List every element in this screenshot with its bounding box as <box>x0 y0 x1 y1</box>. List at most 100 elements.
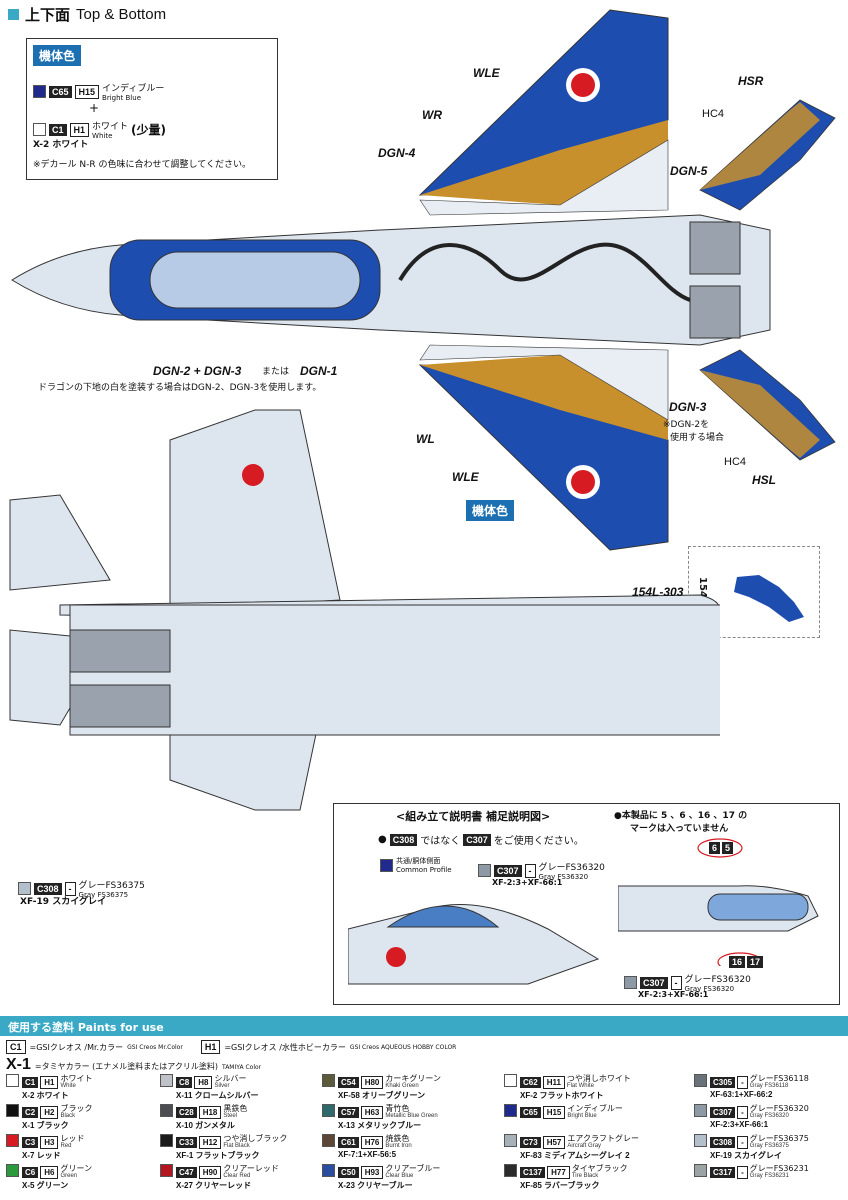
paint-code: C54 <box>338 1076 359 1088</box>
paint-name: エアクラフトグレー <box>567 1134 639 1143</box>
c308-x: XF-19 スカイグレイ <box>20 897 107 907</box>
paint-name-en: Tire Black <box>571 1173 599 1179</box>
lower-wing-gold <box>420 355 668 440</box>
paint-code: C61 <box>338 1136 359 1148</box>
label-dgn23: DGN-2 + DGN-3 <box>153 364 242 378</box>
paint-name-en: Silver <box>214 1083 230 1089</box>
paint-h-code: H12 <box>198 1135 222 1149</box>
paint-name-en: Flat White <box>566 1083 594 1089</box>
legend-x: X-1 <box>6 1056 31 1073</box>
marks-top: 6 5 <box>709 842 734 854</box>
paint-h-code: H18 <box>198 1105 222 1119</box>
c307-swatch-2 <box>624 976 637 989</box>
upper-wing-gold <box>420 120 668 205</box>
c1-x: X-2 ホワイト <box>33 140 89 150</box>
legend-c1: C1 <box>6 1040 26 1054</box>
paint-name: グレーFS36375 <box>749 1134 809 1143</box>
paint-tamiya: XF-85 ラバーブラック <box>520 1181 600 1190</box>
body-color-tag-2: 機体色 <box>466 500 515 521</box>
paint-tamiya: X-11 クロームシルバー <box>176 1091 259 1100</box>
c307-en-2: Gray FS36320 <box>684 985 735 993</box>
dgn3-note2: 使用する場合 <box>670 433 725 443</box>
paint-name: カーキグリーン <box>385 1074 441 1083</box>
paint-tamiya: XF-63:1+XF-66:2 <box>710 1090 773 1099</box>
paint-swatch <box>694 1134 707 1147</box>
paint-name-en: Flat Black <box>223 1143 250 1149</box>
body-color-box: 機体色 C65 H15 インディブルー Bright Blue + C1 H1 … <box>26 38 278 180</box>
paint-name: グレーFS36231 <box>749 1164 809 1173</box>
engine-nozzle-left <box>689 221 741 275</box>
c65-swatch <box>33 85 46 98</box>
label-wle-top: WLE <box>473 66 500 80</box>
side-canopy <box>707 893 809 921</box>
paint-name: ホワイト <box>60 1074 93 1083</box>
c308-swatch <box>18 882 31 895</box>
paint-name: クリアーレッド <box>223 1164 279 1173</box>
c307-callout-1: C307 - グレーFS36320 Gray FS36320 <box>478 860 605 881</box>
paint-swatch <box>160 1074 173 1087</box>
paint-name-en: Green <box>60 1173 78 1179</box>
c307-jp-1: グレーFS36320 <box>538 863 605 873</box>
c1-note: (少量) <box>131 123 167 137</box>
mark-16: 16 <box>729 956 746 968</box>
paint-swatch <box>6 1134 19 1147</box>
paint-code: C33 <box>176 1136 197 1148</box>
paint-name: タイヤブラック <box>571 1164 628 1173</box>
paint-name: 青竹色 <box>385 1104 410 1113</box>
c307-code-1: C307 <box>494 864 522 877</box>
paint-code: C307 <box>710 1106 736 1118</box>
paint-tamiya: X-23 クリヤーブルー <box>338 1181 413 1190</box>
label-dgn1: DGN-1 <box>300 364 338 378</box>
paint-swatch <box>322 1164 335 1177</box>
paint-tamiya: X-2 ホワイト <box>22 1091 69 1100</box>
lower-stabilizer-gold <box>700 370 820 458</box>
c307-x-2: XF-2:3+XF-66:1 <box>638 990 709 999</box>
paint-code: C47 <box>176 1166 197 1178</box>
supp-end: をご使用ください。 <box>493 836 584 847</box>
title-jp: 上下面 <box>25 6 71 24</box>
paint-name-en: Metallic Blue Green <box>385 1113 438 1119</box>
paint-code: C50 <box>338 1166 359 1178</box>
paint-code: C28 <box>176 1106 197 1118</box>
supp-code-a: C308 <box>389 833 418 846</box>
paint-code: C305 <box>710 1076 736 1088</box>
bottom-nozzle-2 <box>69 684 171 728</box>
paint-tamiya: X-27 クリヤーレッド <box>176 1181 252 1190</box>
c1-jp: ホワイト <box>92 122 129 132</box>
paint-tamiya: XF-58 オリーブグリーン <box>338 1091 426 1100</box>
paint-swatch <box>160 1164 173 1177</box>
paint-swatch <box>504 1134 517 1147</box>
marks-note-1: ●本製品に 5 、6 、16 、17 の <box>614 811 748 821</box>
c1-row: C1 H1 ホワイト White (少量) <box>33 119 166 140</box>
engine-nozzle-right <box>689 285 741 339</box>
bottom-fuselage <box>69 604 720 736</box>
c1-h: H1 <box>69 122 90 137</box>
page-title: 上下面 Top & Bottom <box>8 4 166 25</box>
paint-swatch <box>694 1104 707 1117</box>
paint-h-code: H6 <box>40 1165 59 1179</box>
paint-name: つや消しブラック <box>223 1134 288 1143</box>
bottom-stab-upper <box>9 494 111 591</box>
paint-name-en: Khaki Green <box>385 1083 419 1089</box>
marks-note-2: マークは入っていません <box>630 824 729 834</box>
canopy-glass <box>149 251 361 309</box>
common-swatch <box>380 858 393 872</box>
c65-jp: インディブルー <box>102 84 165 94</box>
legend-h1: H1 <box>200 1040 221 1054</box>
mark-circle-top <box>697 838 743 858</box>
paint-swatch <box>504 1074 517 1087</box>
paint-name: シルバー <box>214 1074 247 1083</box>
c65-row: C65 H15 インディブルー Bright Blue <box>33 81 164 102</box>
upper-wing-white <box>419 139 669 216</box>
decal-serial: 154L <box>697 577 708 605</box>
paint-h-code: H76 <box>360 1135 384 1149</box>
